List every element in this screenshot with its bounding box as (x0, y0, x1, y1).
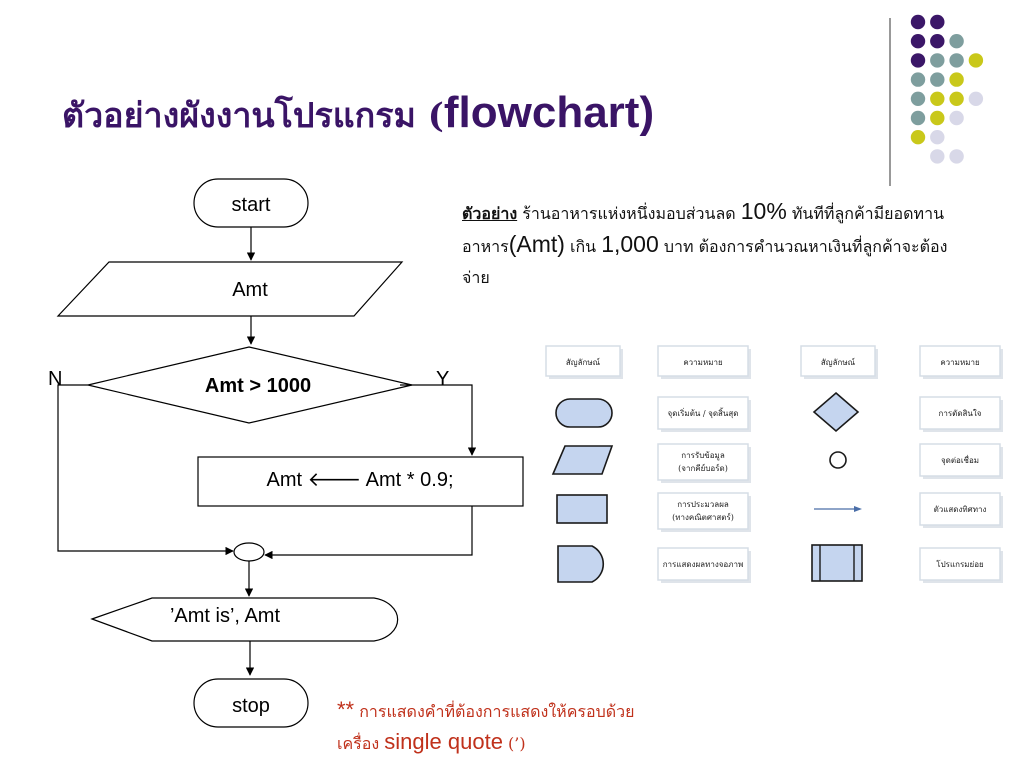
process-symbol (556, 494, 608, 524)
legend-header: ความหมาย (940, 358, 979, 367)
description-text: ร้านอาหารแห่งหนึ่งมอบส่วนลด (517, 204, 741, 223)
threshold-amount: 1,000 (601, 231, 659, 257)
legend-header: สัญลักษณ์ (821, 357, 856, 367)
legend-header: ความหมาย (683, 358, 722, 367)
decorative-dot (910, 72, 926, 87)
decision-symbol (812, 391, 860, 433)
no-branch-label: N (48, 368, 62, 390)
decorative-dot (930, 34, 945, 49)
decorative-dot (910, 110, 926, 126)
decorative-dot (910, 14, 926, 30)
decorative-dot (930, 14, 945, 30)
divider-line (889, 18, 891, 186)
decorative-dot (930, 53, 945, 68)
decorative-dot (949, 72, 964, 87)
decorative-dot (949, 34, 964, 49)
note-quote-symbol: (’) (502, 734, 526, 753)
flowchart: start Amt Amt > 1000 N Y Amt 🡐 Amt * 0.9… (48, 178, 524, 728)
legend-meaning: จุดต่อเชื่อม (941, 454, 979, 465)
note-stars: ** (337, 697, 355, 722)
description-text: บาท ต้องการคำนวณหาเงินที่ลูกค้าจะต้องจ่า… (462, 237, 948, 287)
decorative-dots (910, 14, 984, 164)
legend-meaning: จุดเริ่มต้น / จุดสิ้นสุด (668, 407, 739, 418)
decorative-dot (968, 91, 984, 107)
decorative-dot (930, 130, 945, 145)
legend-header-row: สัญลักษณ์ ความหมาย สัญลักษณ์ ความหมาย (545, 345, 1003, 379)
legend-meaning: โปรแกรมย่อย (936, 559, 983, 569)
input-symbol (551, 445, 614, 475)
decorative-dot (968, 53, 984, 68)
decorative-dot (930, 110, 945, 126)
stop-label: stop (232, 695, 270, 717)
description-label: ตัวอย่าง (462, 204, 518, 223)
legend-meaning: การแสดงผลทางจอภาพ (663, 560, 744, 569)
input-label: Amt (232, 279, 268, 301)
legend-meaning: การประมวลผล (677, 500, 729, 509)
stop-terminal (193, 678, 309, 728)
decorative-dot (949, 91, 964, 107)
symbol-legend: สัญลักษณ์ ความหมาย สัญลักษณ์ ความหมาย จุ… (545, 345, 1003, 583)
legend-meaning-sub: (ทางคณิตศาสตร์) (672, 512, 734, 522)
description-text: เกิน (564, 237, 602, 256)
process-label: Amt 🡐 Amt * 0.9; (266, 469, 453, 491)
page-title: ตัวอย่างผังงานโปรแกรม (flowchart) (62, 88, 654, 142)
decorative-dot (949, 149, 964, 164)
decorative-dot (930, 91, 945, 107)
output-label: ’Amt is’, Amt (170, 605, 280, 627)
decorative-dot (910, 91, 926, 107)
legend-meaning: ตัวแสดงทิศทาง (934, 505, 987, 514)
decorative-dot (930, 149, 945, 164)
input-parallelogram (56, 261, 404, 317)
display-symbol (557, 545, 605, 583)
legend-meaning: การรับข้อมูล (681, 451, 725, 461)
decorative-dot (949, 53, 964, 68)
yes-branch-label: Y (436, 368, 449, 390)
note-line2: เครื่อง (337, 734, 385, 753)
description-text: ทันทีที่ลูกค้ามียอดทานอาหาร (462, 204, 945, 256)
process-box (197, 456, 524, 507)
problem-description: ตัวอย่าง ร้านอาหารแห่งหนึ่งมอบส่วนลด 10%… (462, 196, 962, 293)
legend-header: สัญลักษณ์ (566, 357, 601, 367)
decorative-dot (910, 53, 926, 68)
legend-meaning: การตัดสินใจ (939, 409, 982, 418)
connector-symbol (829, 451, 847, 469)
start-label: start (232, 194, 271, 216)
decision-diamond (87, 346, 413, 424)
legend-meaning-sub: (จากคีย์บอร์ด) (678, 463, 728, 473)
decorative-dot (910, 34, 926, 49)
decorative-dot (930, 72, 945, 87)
decorative-dot (910, 130, 926, 145)
connector-circle (233, 542, 265, 562)
note-line1: การแสดงคำที่ต้องการแสดงให้ครอบด้วย (354, 702, 635, 721)
amt-variable: (Amt) (508, 231, 565, 257)
note-text: ** การแสดงคำที่ต้องการแสดงให้ครอบด้วย เค… (337, 695, 635, 759)
note-single-quote: single quote (384, 729, 503, 754)
title-english: flowchart) (443, 88, 655, 137)
title-thai: ตัวอย่างผังงานโปรแกรม ( (62, 96, 444, 136)
discount-percent: 10% (740, 198, 787, 224)
output-display (90, 597, 399, 642)
decorative-dot (949, 110, 964, 126)
terminal-symbol (555, 398, 613, 428)
decision-label: Amt > 1000 (205, 375, 311, 397)
